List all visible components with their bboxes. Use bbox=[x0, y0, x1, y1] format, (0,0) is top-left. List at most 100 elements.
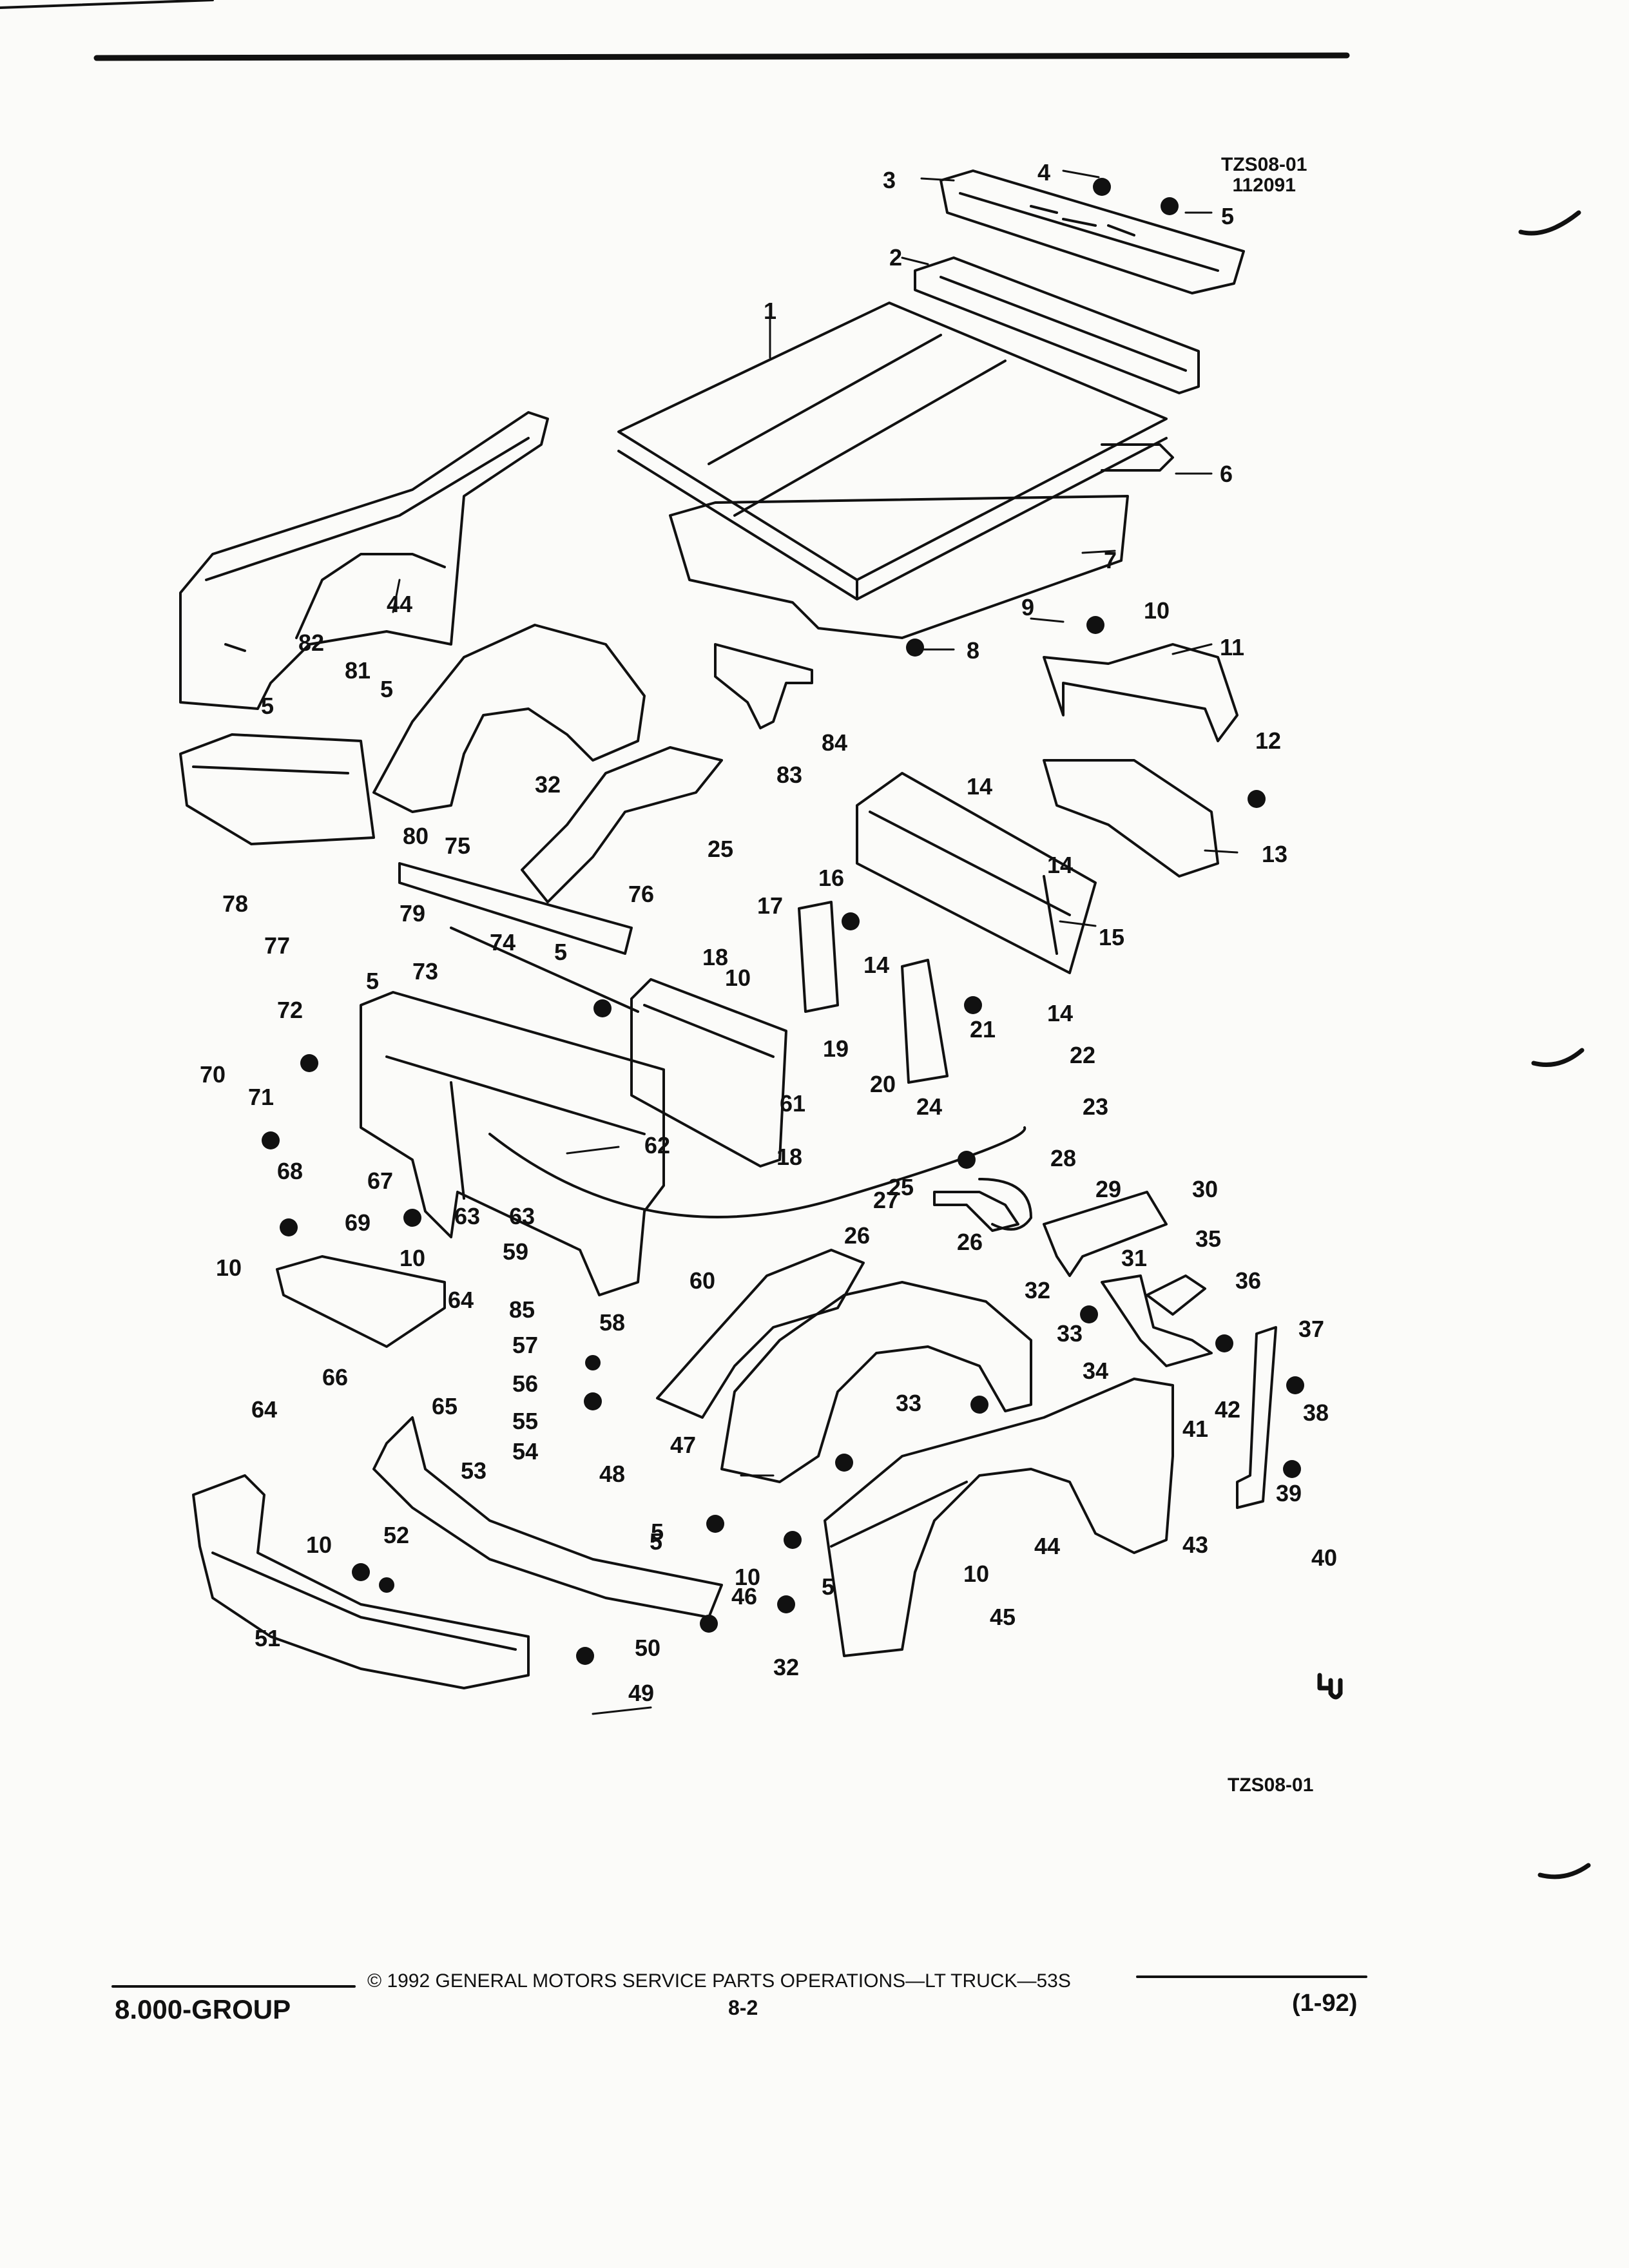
callout-25: 25 bbox=[708, 836, 734, 862]
callout-56: 56 bbox=[512, 1370, 539, 1397]
fan-shroud-lower bbox=[1043, 759, 1219, 878]
callout-78: 78 bbox=[222, 890, 249, 917]
callout-10: 10 bbox=[1144, 597, 1170, 624]
callout-84: 84 bbox=[822, 729, 848, 756]
callout-18: 18 bbox=[702, 944, 729, 970]
callout-49: 49 bbox=[628, 1680, 655, 1706]
cowl-vent-panel bbox=[940, 169, 1245, 294]
callout-26: 26 bbox=[844, 1222, 871, 1249]
callout-14: 14 bbox=[967, 773, 993, 800]
callout-77: 77 bbox=[264, 932, 291, 959]
callout-11: 11 bbox=[1220, 634, 1245, 660]
bumper-filler-panel bbox=[372, 1416, 723, 1619]
callout-66: 66 bbox=[322, 1364, 349, 1390]
gm-logo-mark bbox=[1317, 1673, 1343, 1700]
callout-74: 74 bbox=[490, 929, 516, 956]
corner-mark bbox=[0, 0, 214, 9]
callout-6: 6 bbox=[1220, 461, 1233, 487]
fender-brace-38 bbox=[1236, 1326, 1277, 1509]
hood-release-cable bbox=[488, 1126, 1027, 1218]
splash-shield-left bbox=[521, 746, 723, 903]
callout-73: 73 bbox=[412, 958, 439, 985]
cowl-lower-panel bbox=[914, 256, 1200, 394]
air-baffle-20 bbox=[901, 959, 949, 1084]
callout-55: 55 bbox=[512, 1408, 539, 1434]
callout-10: 10 bbox=[216, 1254, 242, 1281]
figure-code-top-text: TZS08-01 bbox=[1221, 154, 1307, 175]
callout-5: 5 bbox=[650, 1528, 663, 1555]
callout-16: 16 bbox=[818, 865, 845, 891]
callout-50: 50 bbox=[635, 1635, 661, 1661]
callout-67: 67 bbox=[367, 1168, 394, 1194]
radiator-support bbox=[360, 991, 665, 1296]
hood-insulator bbox=[669, 495, 1129, 639]
callout-10: 10 bbox=[725, 965, 751, 991]
callout-23: 23 bbox=[1083, 1093, 1109, 1120]
callout-80: 80 bbox=[403, 823, 429, 849]
callout-24: 24 bbox=[916, 1093, 943, 1120]
callout-52: 52 bbox=[383, 1522, 410, 1548]
callout-2: 2 bbox=[889, 244, 903, 271]
tie-bar bbox=[398, 862, 633, 955]
fender-bracket-30 bbox=[1043, 1191, 1168, 1277]
callout-59: 59 bbox=[503, 1238, 529, 1265]
callout-9: 9 bbox=[1021, 594, 1035, 620]
callout-14: 14 bbox=[863, 952, 890, 978]
callout-64: 64 bbox=[448, 1287, 474, 1313]
callout-44: 44 bbox=[1034, 1533, 1061, 1559]
callout-27: 27 bbox=[873, 1187, 900, 1213]
figure-code-bottom: TZS08-01 bbox=[1228, 1774, 1314, 1796]
callout-70: 70 bbox=[200, 1061, 226, 1088]
margin-mark-2 bbox=[1531, 1048, 1585, 1067]
callout-10: 10 bbox=[400, 1245, 426, 1271]
figure-date-code: 112091 bbox=[1232, 174, 1296, 196]
margin-mark-3 bbox=[1537, 1863, 1591, 1879]
hood bbox=[617, 302, 1168, 601]
callout-37: 37 bbox=[1298, 1316, 1325, 1342]
callout-18: 18 bbox=[776, 1144, 803, 1170]
footer-revision: (1-92) bbox=[1292, 1990, 1358, 2017]
wheelhouse-left bbox=[372, 624, 646, 813]
callout-32: 32 bbox=[535, 771, 561, 798]
callout-33: 33 bbox=[896, 1390, 922, 1416]
horn bbox=[978, 1178, 1032, 1231]
callout-4: 4 bbox=[1037, 159, 1051, 186]
callout-15: 15 bbox=[1099, 924, 1125, 950]
callout-10: 10 bbox=[735, 1564, 761, 1590]
callout-71: 71 bbox=[248, 1084, 275, 1110]
callout-33: 33 bbox=[1057, 1320, 1083, 1347]
callout-3: 3 bbox=[883, 167, 896, 193]
footer-page-number: 8-2 bbox=[728, 1996, 758, 2019]
callout-10: 10 bbox=[306, 1532, 333, 1558]
callout-14: 14 bbox=[1047, 1000, 1074, 1026]
wheelhouse-right bbox=[720, 1281, 1032, 1483]
callout-35: 35 bbox=[1195, 1225, 1222, 1252]
callout-72: 72 bbox=[277, 997, 304, 1023]
horn-bracket bbox=[933, 1191, 1019, 1232]
footer-group: 8.000-GROUP bbox=[115, 1994, 291, 2024]
callout-65: 65 bbox=[432, 1393, 458, 1419]
callout-53: 53 bbox=[461, 1457, 487, 1484]
callout-25: 25 bbox=[888, 1174, 914, 1200]
callout-42: 42 bbox=[1215, 1396, 1241, 1423]
hood-latch bbox=[714, 643, 813, 729]
callout-40: 40 bbox=[1311, 1544, 1338, 1571]
fender-right bbox=[824, 1378, 1174, 1657]
callout-32: 32 bbox=[773, 1654, 800, 1680]
callout-45: 45 bbox=[990, 1604, 1016, 1630]
front-bumper bbox=[192, 1474, 530, 1689]
callout-17: 17 bbox=[757, 892, 784, 919]
callout-5: 5 bbox=[554, 939, 568, 965]
callout-12: 12 bbox=[1255, 727, 1282, 754]
callout-10: 10 bbox=[963, 1561, 990, 1587]
callout-48: 48 bbox=[599, 1461, 626, 1487]
air-deflector-66 bbox=[276, 1255, 446, 1348]
callout-5: 5 bbox=[366, 968, 380, 994]
callout-41: 41 bbox=[1182, 1416, 1209, 1442]
header-rule bbox=[93, 52, 1350, 61]
callout-75: 75 bbox=[445, 832, 471, 859]
callout-63: 63 bbox=[454, 1203, 481, 1229]
radiator bbox=[856, 772, 1097, 974]
callout-62: 62 bbox=[644, 1132, 671, 1158]
callout-31: 31 bbox=[1121, 1245, 1148, 1271]
